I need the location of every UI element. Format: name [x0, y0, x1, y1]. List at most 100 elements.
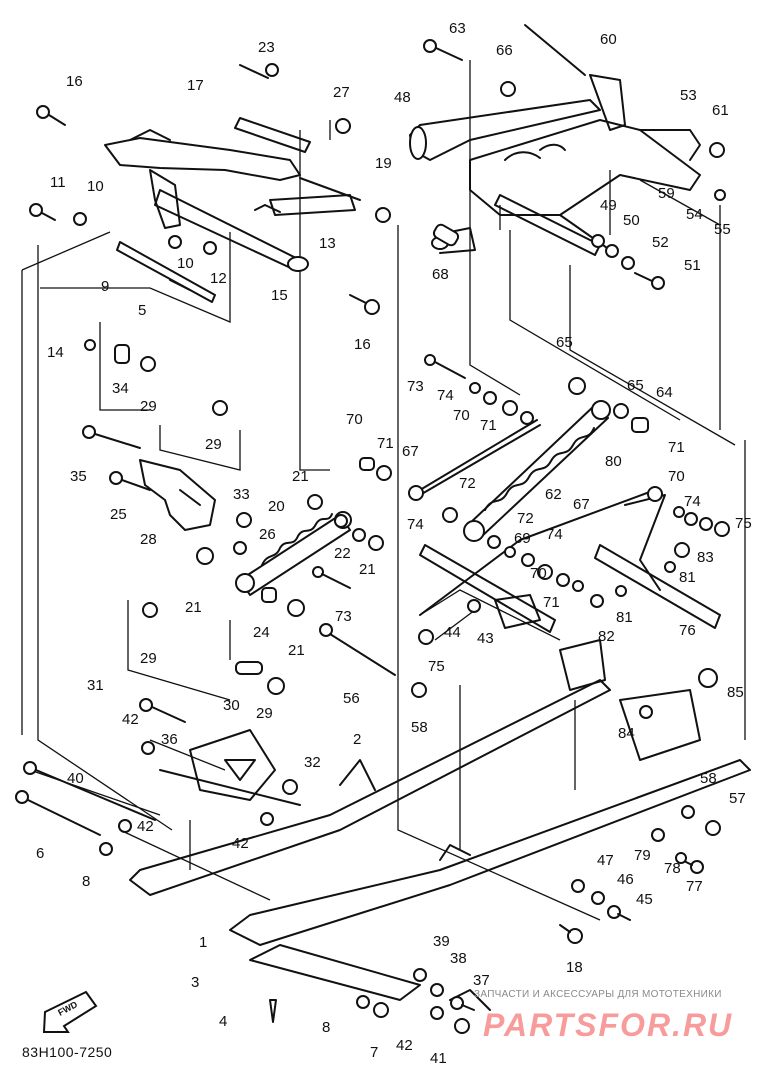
callout-label: 70: [530, 565, 547, 582]
callout-label: 27: [333, 84, 350, 101]
slide-rails: [129, 639, 751, 1011]
callout-label: 71: [668, 439, 685, 456]
callout-label: 17: [187, 77, 204, 94]
callout-label: 44: [444, 624, 461, 641]
callout-label: 47: [597, 852, 614, 869]
callout-label: 33: [233, 486, 250, 503]
callout-label: 12: [210, 270, 227, 287]
callout-label: 78: [664, 860, 681, 877]
callout-label: 29: [205, 436, 222, 453]
callout-label: 21: [288, 642, 305, 659]
callout-label: 34: [112, 380, 129, 397]
callout-label: 76: [679, 622, 696, 639]
callout-label: 29: [140, 650, 157, 667]
callout-label: 65: [556, 334, 573, 351]
callout-label: 42: [122, 711, 139, 728]
callout-label: 59: [658, 185, 675, 202]
callout-label: 63: [449, 20, 466, 37]
callout-label: 26: [259, 526, 276, 543]
callout-label: 46: [617, 871, 634, 888]
callout-label: 68: [432, 266, 449, 283]
callout-label: 36: [161, 731, 178, 748]
callout-label: 81: [679, 569, 696, 586]
callout-label: 39: [433, 933, 450, 950]
callout-label: 83: [697, 549, 714, 566]
callout-label: 54: [686, 206, 703, 223]
guide-lines: [21, 60, 746, 921]
callout-label: 48: [394, 89, 411, 106]
callout-label: 70: [346, 411, 363, 428]
callout-label: 2: [353, 731, 361, 748]
forward-direction-arrow: FWD: [42, 990, 98, 1033]
callout-label: 71: [377, 435, 394, 452]
callout-label: 74: [546, 526, 563, 543]
callout-label: 18: [566, 959, 583, 976]
callout-label: 73: [407, 378, 424, 395]
callout-label: 74: [407, 516, 424, 533]
front-suspension-arm: [104, 117, 361, 303]
callout-label: 11: [50, 174, 66, 191]
callout-label: 10: [87, 178, 104, 195]
callout-label: 7: [370, 1044, 378, 1061]
callout-label: 60: [600, 31, 617, 48]
callout-label: 74: [684, 493, 701, 510]
watermark-logo-text: PARTSFOR.RU: [483, 1007, 733, 1043]
hardware: [15, 24, 730, 1034]
watermark-text: ЗАПЧАСТИ И АКСЕССУАРЫ ДЛЯ МОТОТЕХНИКИ: [474, 989, 722, 1000]
callout-label: 38: [450, 950, 467, 967]
callout-label: 72: [517, 510, 534, 527]
callout-label: 81: [616, 609, 633, 626]
callout-label: 19: [375, 155, 392, 172]
callout-label: 64: [656, 384, 673, 401]
callout-label: 69: [514, 530, 531, 547]
callout-label: 8: [82, 873, 90, 890]
callout-label: 16: [66, 73, 83, 90]
callout-label: 35: [70, 468, 87, 485]
callout-label: 5: [138, 302, 146, 319]
callout-label: 15: [271, 287, 288, 304]
callout-label: 82: [598, 628, 615, 645]
callout-label: 79: [634, 847, 651, 864]
callout-label: 55: [714, 221, 731, 238]
callout-label: 6: [36, 845, 44, 862]
callout-label: 71: [543, 594, 560, 611]
diagram-code: 83H100-7250: [22, 1044, 113, 1060]
callout-label: 62: [545, 486, 562, 503]
callout-label: 21: [359, 561, 376, 578]
callout-label: 45: [636, 891, 653, 908]
callout-label: 14: [47, 344, 64, 361]
callout-label: 61: [712, 102, 729, 119]
callout-label: 32: [304, 754, 321, 771]
callout-label: 24: [253, 624, 270, 641]
callout-label: 57: [729, 790, 746, 807]
callout-label: 58: [700, 770, 717, 787]
callout-label: 43: [477, 630, 494, 647]
callout-label: 75: [428, 658, 445, 675]
callout-label: 49: [600, 197, 617, 214]
callout-label: 31: [87, 677, 104, 694]
rear-shock-absorber: [419, 400, 611, 542]
callout-label: 84: [618, 725, 635, 742]
callout-label: 25: [110, 506, 127, 523]
callout-label: 75: [735, 515, 752, 532]
callout-label: 70: [453, 407, 470, 424]
callout-label: 21: [185, 599, 202, 616]
callout-label: 66: [496, 42, 513, 59]
callout-label: 3: [191, 974, 199, 991]
callout-label: 77: [686, 878, 703, 895]
callout-label: 50: [623, 212, 640, 229]
callout-label: 65: [627, 377, 644, 394]
callout-label: 9: [101, 278, 109, 295]
callout-label: 4: [219, 1013, 227, 1030]
callout-label: 72: [459, 475, 476, 492]
callout-label: 42: [396, 1037, 413, 1054]
callout-label: 53: [680, 87, 697, 104]
rear-suspension-arm: [409, 74, 701, 256]
callout-label: 58: [411, 719, 428, 736]
callout-label: 73: [335, 608, 352, 625]
pivot-brackets: [139, 459, 721, 806]
callout-label: 42: [137, 818, 154, 835]
callout-label: 29: [140, 398, 157, 415]
